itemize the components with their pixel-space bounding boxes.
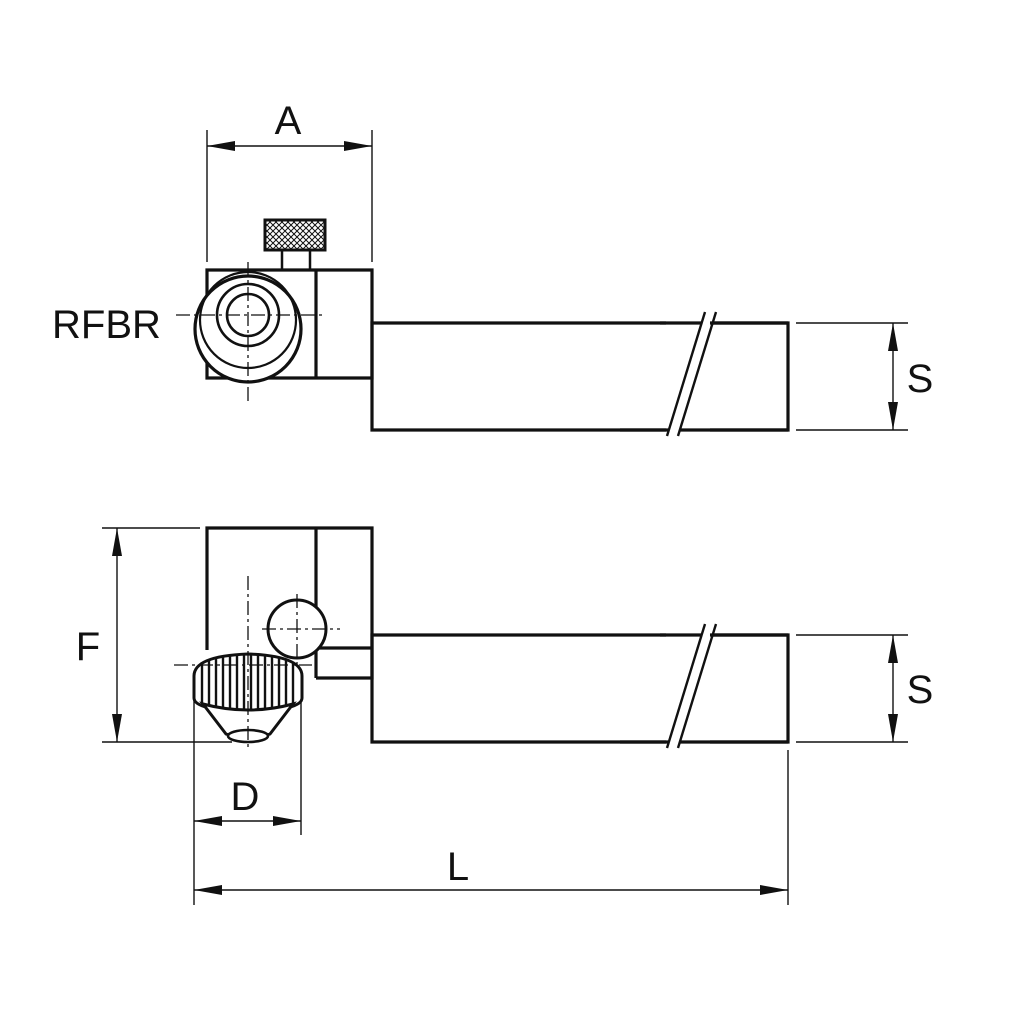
dim-S-top-arrow-up xyxy=(888,323,898,351)
label-A: A xyxy=(275,99,302,143)
label-S-top: S xyxy=(907,357,934,401)
break-line xyxy=(676,623,718,749)
dim-L-arrow-right xyxy=(760,885,788,895)
knurled-screw-head xyxy=(263,218,327,252)
screw-shank xyxy=(280,248,312,272)
label-S-bottom: S xyxy=(907,668,934,712)
break-line xyxy=(676,311,718,437)
dim-F-arrow-down xyxy=(112,714,122,742)
label-F: F xyxy=(76,625,100,669)
shank-bar-side xyxy=(370,633,790,744)
dim-D-arrow-left xyxy=(194,816,222,826)
knurl-teeth xyxy=(200,655,295,711)
break-line xyxy=(665,311,707,437)
dim-A-arrow-left xyxy=(207,141,235,151)
dim-L-arrow-left xyxy=(194,885,222,895)
shank-bar xyxy=(370,321,790,432)
dim-S-bottom-arrow-up xyxy=(888,635,898,663)
label-L: L xyxy=(447,845,469,889)
label-RFBR: RFBR xyxy=(52,303,161,347)
dim-D-arrow-right xyxy=(273,816,301,826)
top-view: A RFBR S xyxy=(52,99,934,437)
break-line xyxy=(665,623,707,749)
clamp-block-side xyxy=(205,526,374,680)
dim-A-arrow-right xyxy=(344,141,372,151)
dim-S-top-arrow-down xyxy=(888,402,898,430)
dim-F-arrow-up xyxy=(112,528,122,556)
label-D: D xyxy=(231,775,260,819)
side-view: F S D L xyxy=(76,526,934,905)
dim-S-bottom-arrow-down xyxy=(888,714,898,742)
